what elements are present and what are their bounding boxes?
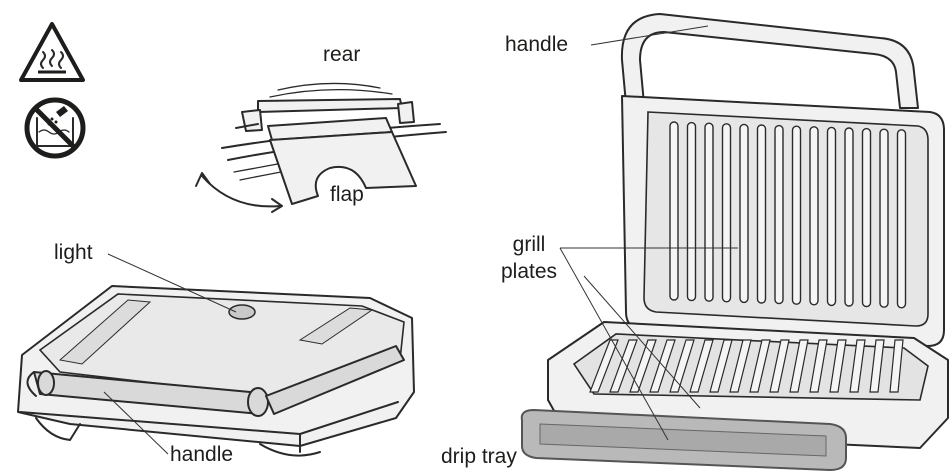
open-grill: [520, 13, 949, 471]
base-rib: [729, 339, 752, 393]
base-rib: [629, 339, 657, 393]
label-light: light: [54, 241, 93, 264]
lid-rib: [826, 126, 837, 307]
lid-rib: [844, 127, 854, 307]
label-rear: rear: [323, 43, 361, 66]
lid-rib: [861, 127, 872, 308]
rear-flap-detail: [195, 82, 447, 213]
base-rib: [849, 339, 866, 393]
label-plates: plates: [500, 260, 558, 283]
base-rib: [789, 339, 809, 393]
lid-ribs: [669, 121, 907, 309]
label-drip-tray: drip tray: [441, 445, 517, 468]
base-rib: [749, 339, 771, 393]
lid-rib: [721, 123, 732, 303]
lid-rib: [756, 124, 767, 304]
base-rib: [809, 339, 828, 393]
base-rib: [889, 339, 904, 393]
base-rib: [669, 339, 695, 393]
base-rib: [589, 339, 619, 393]
lid-rib: [774, 124, 784, 305]
do-not-immerse-icon: [24, 97, 86, 159]
base-rib: [689, 339, 714, 393]
label-handle-right: handle: [505, 33, 569, 56]
base-rib: [829, 339, 847, 393]
lid-rib: [669, 121, 679, 301]
label-grill: grill: [512, 233, 546, 256]
leader-lines: [103, 25, 738, 455]
label-grill-plates: grill plates: [494, 234, 564, 282]
base-rib: [769, 339, 790, 393]
lid-rib: [739, 123, 749, 304]
base-rib: [709, 339, 733, 393]
lid-rib: [879, 128, 889, 308]
label-flap: flap: [330, 183, 364, 206]
lid-rib: [791, 125, 802, 305]
base-rib: [609, 339, 638, 393]
lid-rib: [896, 129, 907, 309]
base-rib: [869, 339, 885, 393]
closed-grill: [17, 285, 415, 457]
lid-rib: [809, 126, 819, 306]
hot-surface-warning-icon: [19, 22, 85, 82]
base-ribs: [589, 339, 904, 393]
label-handle-left: handle: [170, 443, 234, 466]
lid-rib: [704, 122, 714, 302]
lid-rib: [686, 121, 697, 302]
